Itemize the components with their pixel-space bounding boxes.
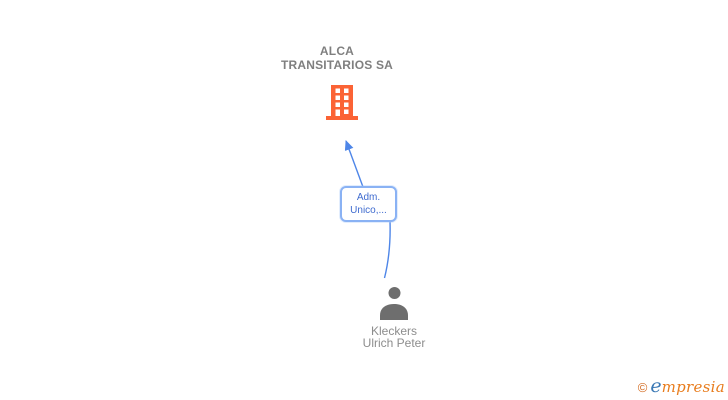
- person-node[interactable]: Kleckers Ulrich Peter: [333, 287, 455, 349]
- company-name-line1: ALCA: [319, 44, 355, 58]
- arrow-line-label-to-company: [344, 140, 364, 188]
- building-icon: [326, 85, 358, 120]
- person-name-line2: Ulrich Peter: [362, 336, 426, 350]
- copyright-icon: ©: [637, 380, 648, 395]
- line-person-to-label: [383, 220, 391, 279]
- brand-logo[interactable]: ©empresia: [638, 375, 725, 397]
- relationship-label: Adm. Unico,...: [340, 186, 397, 222]
- person-name: Kleckers Ulrich Peter: [333, 325, 455, 349]
- person-icon: [380, 287, 408, 320]
- brand-name-initial: e: [650, 375, 662, 397]
- company-name: ALCA TRANSITARIOS SA: [261, 44, 413, 72]
- person-name-line1: Kleckers: [370, 324, 417, 338]
- brand-name-rest: mpresia: [661, 378, 725, 396]
- company-name-line2: TRANSITARIOS SA: [280, 58, 394, 72]
- company-node[interactable]: ALCA TRANSITARIOS SA: [261, 44, 413, 120]
